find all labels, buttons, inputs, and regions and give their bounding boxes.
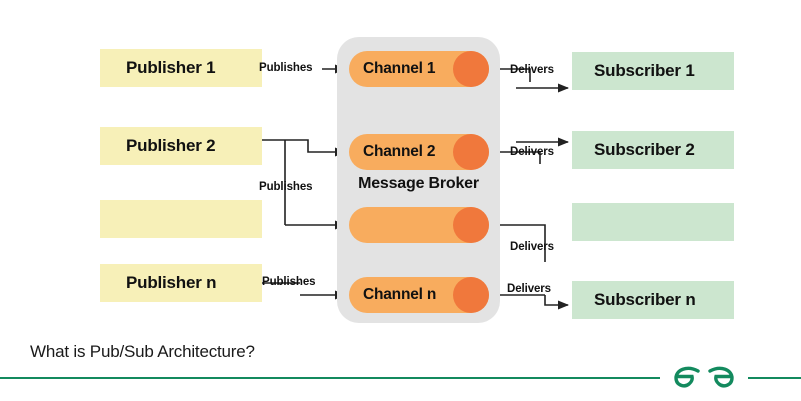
delivers-label-4: Delivers (507, 283, 551, 295)
subscriber-label-2: Subscriber 2 (594, 140, 695, 159)
message-broker-label: Message Broker (358, 175, 479, 192)
subscriber-box-3[interactable] (572, 203, 734, 241)
channel-cylinder-3[interactable] (349, 207, 489, 243)
subscriber-box-2[interactable]: Subscriber 2 (572, 131, 734, 169)
subscriber-label-1: Subscriber 1 (594, 61, 695, 80)
delivers-label-2: Delivers (510, 146, 554, 158)
subscriber-box-4[interactable]: Subscriber n (572, 281, 734, 319)
publisher-box-1[interactable]: Publisher 1 (100, 49, 262, 87)
publishes-label-1: Publishes (259, 62, 313, 74)
channel-cylinder-2[interactable]: Channel 2 (349, 134, 489, 170)
channel-cylinder-4[interactable]: Channel n (349, 277, 489, 313)
channel-label-1: Channel 1 (363, 60, 436, 77)
publisher-box-4[interactable]: Publisher n (100, 264, 262, 302)
channel-cap-icon-4 (453, 277, 489, 313)
channel-cap-icon-2 (453, 134, 489, 170)
channel-label-2: Channel 2 (363, 143, 436, 160)
delivers-label-3: Delivers (510, 241, 554, 253)
delivers-label-1: Delivers (510, 64, 554, 76)
subscriber-box-1[interactable]: Subscriber 1 (572, 52, 734, 90)
channel-cap-icon-1 (453, 51, 489, 87)
footer-rule-right (748, 377, 801, 379)
subscriber-label-4: Subscriber n (594, 290, 696, 309)
channel-cylinder-1[interactable]: Channel 1 (349, 51, 489, 87)
publisher-box-3[interactable] (100, 200, 262, 238)
geeksforgeeks-logo (674, 366, 734, 388)
publisher-label-4: Publisher n (126, 273, 217, 292)
page-caption: What is Pub/Sub Architecture? (30, 342, 255, 361)
footer-rule-left (0, 377, 660, 379)
channel-cap-icon-3 (453, 207, 489, 243)
publisher-label-2: Publisher 2 (126, 136, 216, 155)
publishes-label-2: Publishes (259, 181, 313, 193)
publisher-box-2[interactable]: Publisher 2 (100, 127, 262, 165)
publisher-label-1: Publisher 1 (126, 58, 216, 77)
channel-label-4: Channel n (363, 286, 437, 303)
publishes-label-3: Publishes (262, 276, 316, 288)
